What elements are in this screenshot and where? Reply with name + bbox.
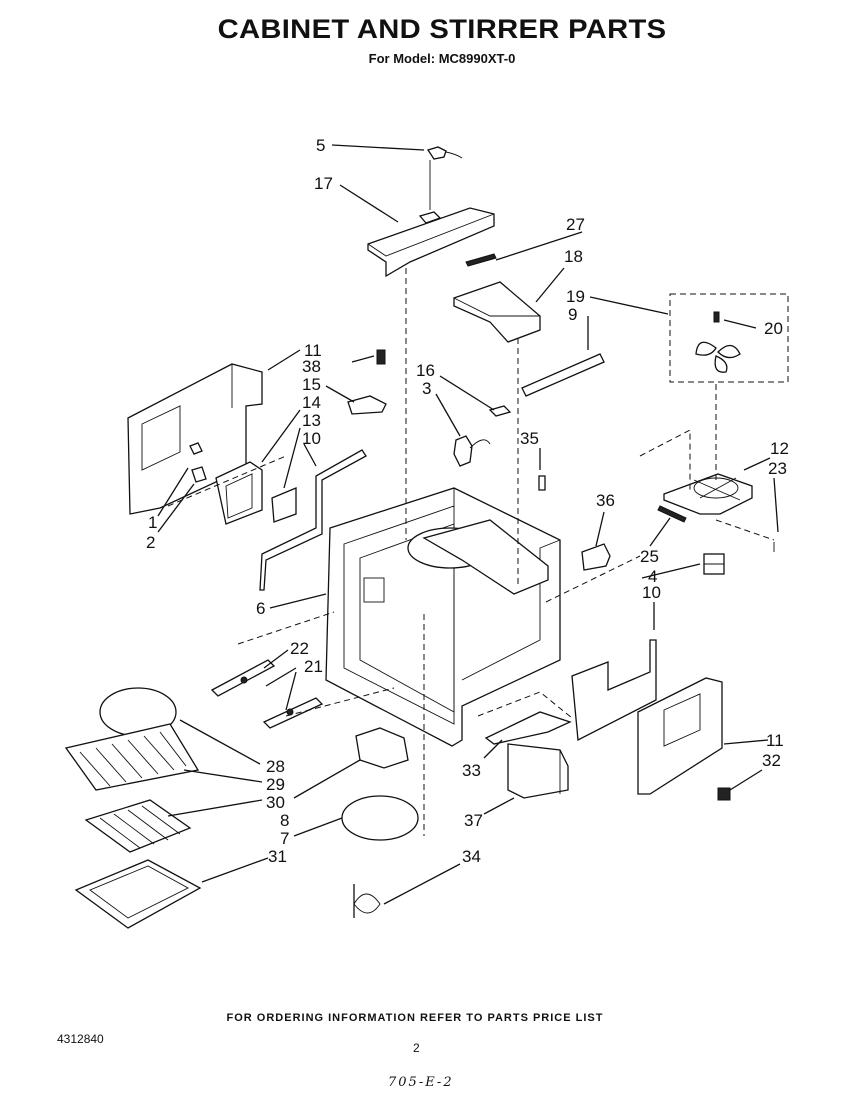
callout-37: 37 <box>464 811 483 830</box>
callout-18: 18 <box>564 247 583 266</box>
part-14-bracket <box>215 461 297 525</box>
callout-5: 5 <box>316 136 325 155</box>
callout-8: 8 <box>280 811 289 830</box>
callout-36: 36 <box>596 491 615 510</box>
part-36-cover <box>581 543 611 571</box>
part-1-2-clips <box>189 442 207 483</box>
callout-23: 23 <box>768 459 787 478</box>
part-29-rack <box>64 723 200 791</box>
part-37-bracket <box>507 743 569 799</box>
model-subtitle: For Model: MC8990XT-0 <box>368 51 516 66</box>
callout-35: 35 <box>520 429 539 448</box>
callout-19: 19 <box>566 287 585 306</box>
callout-28: 28 <box>266 757 285 776</box>
callout-14: 14 <box>302 393 321 412</box>
part-31-tray <box>74 859 202 929</box>
page-number: 2 <box>413 1041 420 1055</box>
callout-38: 38 <box>302 357 321 376</box>
part-5-clip <box>426 146 463 160</box>
part-4-motor <box>703 553 725 575</box>
callout-20: 20 <box>764 319 783 338</box>
part-38-screw <box>376 349 386 365</box>
part-10-left-gasket <box>259 449 367 591</box>
part-15-bracket <box>347 395 387 415</box>
callout-33: 33 <box>462 761 481 780</box>
callout-3: 3 <box>422 379 431 398</box>
callout-21: 21 <box>304 657 323 676</box>
callout-9: 9 <box>568 305 577 324</box>
callout-15: 15 <box>302 375 321 394</box>
callout-31: 31 <box>268 847 287 866</box>
part-19-fan-box <box>669 293 789 383</box>
callout-2: 2 <box>146 533 155 552</box>
part-32-knob <box>717 787 731 801</box>
part-25-rod <box>657 505 687 523</box>
callout-27: 27 <box>566 215 585 234</box>
callout-6: 6 <box>256 599 265 618</box>
part-17-top-bracket <box>367 160 495 278</box>
callout-22: 22 <box>290 639 309 658</box>
part-16-bracket <box>488 405 512 417</box>
page-title: CABINET AND STIRRER PARTS <box>217 14 667 44</box>
part-27-rod <box>465 253 497 267</box>
callout-17: 17 <box>314 174 333 193</box>
part-6-oven-cavity <box>325 487 561 747</box>
callout-10-left: 10 <box>302 429 321 448</box>
part-34-probe <box>353 884 381 918</box>
callout-11-left: 11 <box>304 341 322 360</box>
callout-7: 7 <box>280 829 289 848</box>
part-33-strip <box>484 711 572 745</box>
callout-13: 13 <box>302 411 321 430</box>
callout-30: 30 <box>266 793 285 812</box>
callout-10-right: 10 <box>642 583 661 602</box>
callout-4: 4 <box>648 567 657 586</box>
part-10-right-gasket <box>571 639 657 742</box>
part-3-switch <box>453 435 491 467</box>
part-22-21-rods <box>210 659 324 729</box>
callout-34: 34 <box>462 847 481 866</box>
part-35-screw <box>538 475 546 491</box>
document-number: 4312840 <box>57 1032 104 1046</box>
part-30-rack <box>84 799 192 853</box>
part-8-stirrer <box>355 727 409 769</box>
callout-12: 12 <box>770 439 789 458</box>
leader-lines <box>157 144 779 905</box>
alignment-lines <box>167 268 775 836</box>
part-11-left-panel <box>127 363 263 515</box>
callout-32: 32 <box>762 751 781 770</box>
part-12-fan-housing <box>663 473 753 515</box>
part-7-plate <box>341 795 419 841</box>
part-9-strip <box>521 353 605 397</box>
part-18-duct <box>453 281 541 343</box>
callout-1: 1 <box>148 513 157 532</box>
part-11-right-panel <box>637 677 723 795</box>
callout-labels: 5 17 27 18 19 9 20 11 38 15 16 3 14 13 1… <box>146 136 789 866</box>
callout-16: 16 <box>416 361 435 380</box>
handwritten-note: 705-E-2 <box>388 1075 454 1090</box>
callout-11-right: 11 <box>766 731 784 750</box>
ordering-note: FOR ORDERING INFORMATION REFER TO PARTS … <box>226 1012 604 1024</box>
callout-25: 25 <box>640 547 659 566</box>
callout-29: 29 <box>266 775 285 794</box>
